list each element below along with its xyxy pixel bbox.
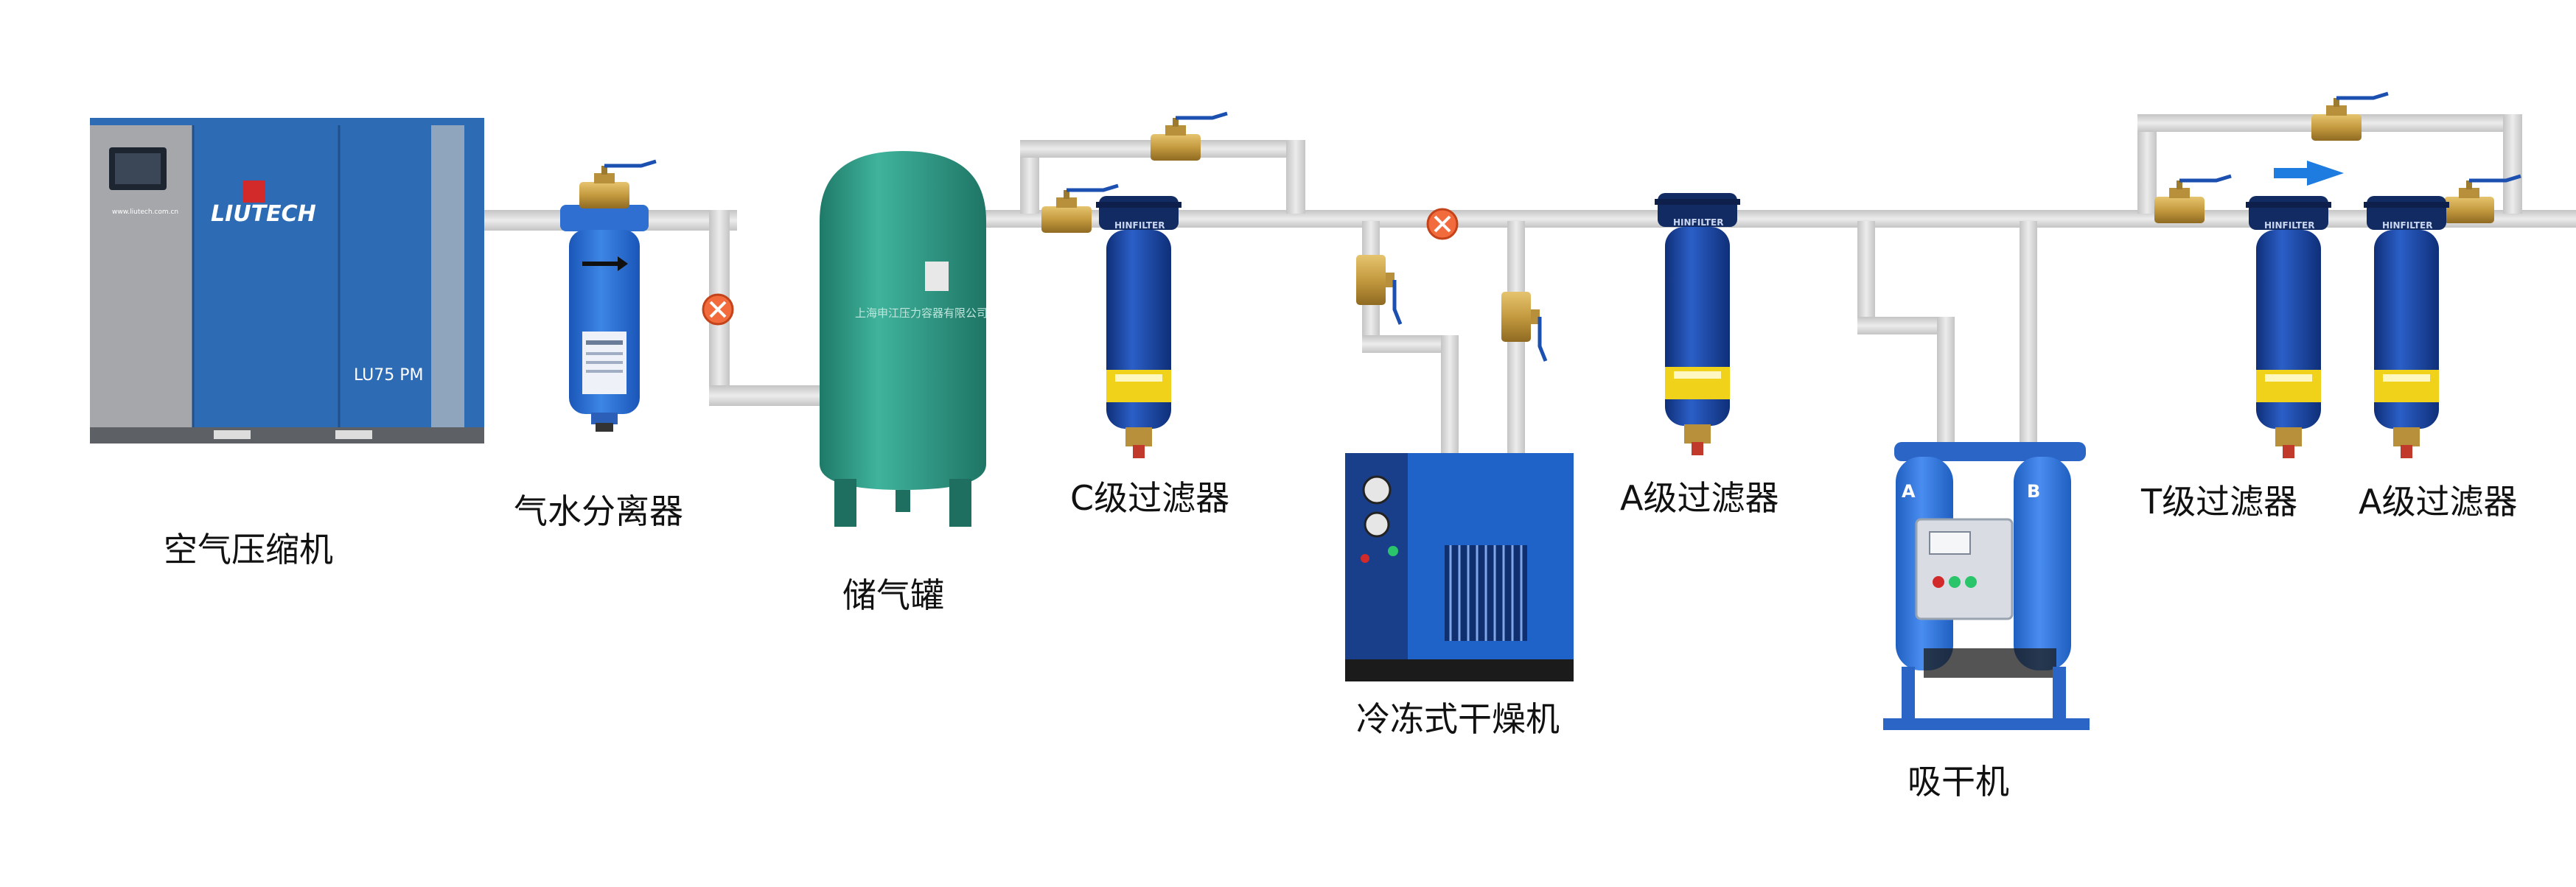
compressor-brand: LIUTECH bbox=[211, 201, 316, 227]
c-grade-filter: HINFILTER bbox=[1096, 196, 1181, 458]
refrig-dryer-label: 冷冻式干燥机 bbox=[1356, 699, 1560, 739]
c-filter-label: C级过滤器 bbox=[1070, 478, 1230, 518]
flow-arrow-icon bbox=[2274, 161, 2344, 186]
shutoff-valve-icon bbox=[1426, 208, 1459, 240]
t-filter-brand: HINFILTER bbox=[2264, 220, 2315, 231]
air-receiver-tank: 上海申江压力容器有限公司 bbox=[820, 151, 988, 527]
separator-label: 气水分离器 bbox=[514, 491, 683, 531]
tank-label: 储气罐 bbox=[842, 575, 944, 615]
shutoff-valve-icon bbox=[702, 293, 734, 326]
t-filter-label: T级过滤器 bbox=[2141, 482, 2298, 522]
compressor-model: LU75 PM bbox=[354, 366, 424, 385]
t-grade-filter: HINFILTER bbox=[2246, 196, 2331, 458]
compressor-label: 空气压缩机 bbox=[164, 530, 333, 569]
tower-b-label: B bbox=[2027, 481, 2040, 502]
a-grade-filter-2: HINFILTER bbox=[2364, 196, 2449, 458]
tank-body-text: 上海申江压力容器有限公司 bbox=[855, 306, 988, 320]
adsorption-dryer-label: 吸干机 bbox=[1907, 762, 2009, 802]
c-filter-brand: HINFILTER bbox=[1114, 220, 1165, 231]
a-filter-2-label: A级过滤器 bbox=[2359, 482, 2518, 522]
a-filter-1-brand: HINFILTER bbox=[1673, 217, 1724, 228]
water-separator bbox=[560, 161, 656, 432]
a-filter-2-brand: HINFILTER bbox=[2382, 220, 2433, 231]
air-compressor: LIUTECH LU75 PM www.liutech.com.cn bbox=[90, 118, 484, 444]
adsorption-dryer: A B bbox=[1883, 442, 2090, 730]
tower-a-label: A bbox=[1902, 481, 1916, 502]
refrigerated-dryer bbox=[1345, 453, 1574, 681]
a-grade-filter-1: HINFILTER bbox=[1655, 193, 1740, 455]
compressor-website: www.liutech.com.cn bbox=[112, 208, 178, 216]
pipe-network bbox=[483, 114, 2576, 453]
a-filter-1-label: A级过滤器 bbox=[1620, 478, 1779, 518]
